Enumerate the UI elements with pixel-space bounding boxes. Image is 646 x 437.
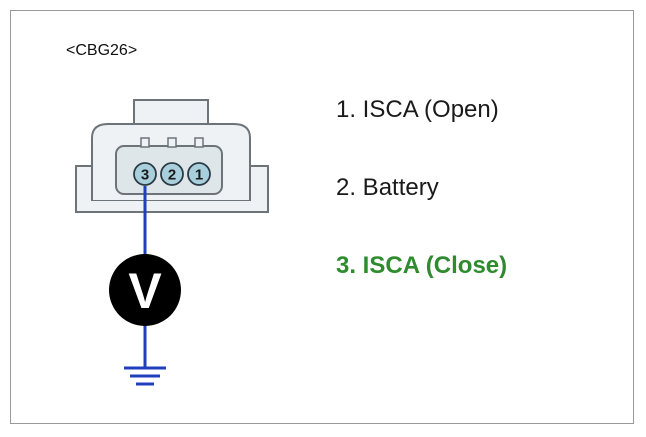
legend-item-pin-1: 1. ISCA (Open) <box>336 96 499 123</box>
pin-1-label: 1 <box>195 167 203 184</box>
ground-icon <box>124 366 166 386</box>
pin-3-label: 3 <box>141 167 149 184</box>
connector-pin-2: 2 <box>160 162 184 186</box>
pin-legend: 1. ISCA (Open) 2. Battery 3. ISCA (Close… <box>336 90 507 324</box>
connector-pin-1: 1 <box>187 162 211 186</box>
voltmeter-icon: V <box>109 254 181 326</box>
legend-item-pin-2: 2. Battery <box>336 174 439 201</box>
voltmeter-symbol: V <box>128 263 162 319</box>
connector-code-label: <CBG26> <box>66 42 138 59</box>
pin-2-label: 2 <box>168 167 176 184</box>
connector-housing <box>75 99 269 213</box>
legend-item-pin-3: 3. ISCA (Close) <box>336 252 508 279</box>
diagram-frame <box>10 10 634 424</box>
connector-pin-3: 3 <box>133 162 157 186</box>
